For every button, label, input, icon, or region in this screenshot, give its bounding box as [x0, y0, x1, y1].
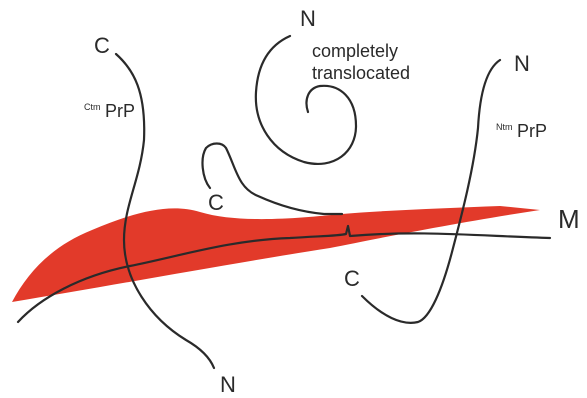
ntm-bottom-terminus-label: C	[344, 266, 360, 291]
translocated-bottom-terminus-label: C	[208, 190, 224, 215]
ctm-bottom-terminus-label: N	[220, 372, 236, 397]
membrane-label: M	[558, 204, 580, 234]
ctm-superscript: Ctm	[84, 102, 101, 112]
ntm-base: PrP	[517, 121, 547, 141]
ctm-top-terminus-label: C	[94, 33, 110, 58]
ntm-superscript: Ntm	[496, 122, 513, 132]
ctm-base: PrP	[105, 101, 135, 121]
translocated-top-terminus-label: N	[300, 6, 316, 31]
ntm-top-terminus-label: N	[514, 51, 530, 76]
ntm-prp-strand	[362, 60, 500, 323]
ntm-prp-label: Ntm PrP	[496, 117, 547, 141]
ctm-prp-label: Ctm PrP	[84, 97, 135, 121]
translocated-label-line2: translocated	[312, 63, 410, 83]
translocated-label-line1: completely	[312, 41, 398, 61]
